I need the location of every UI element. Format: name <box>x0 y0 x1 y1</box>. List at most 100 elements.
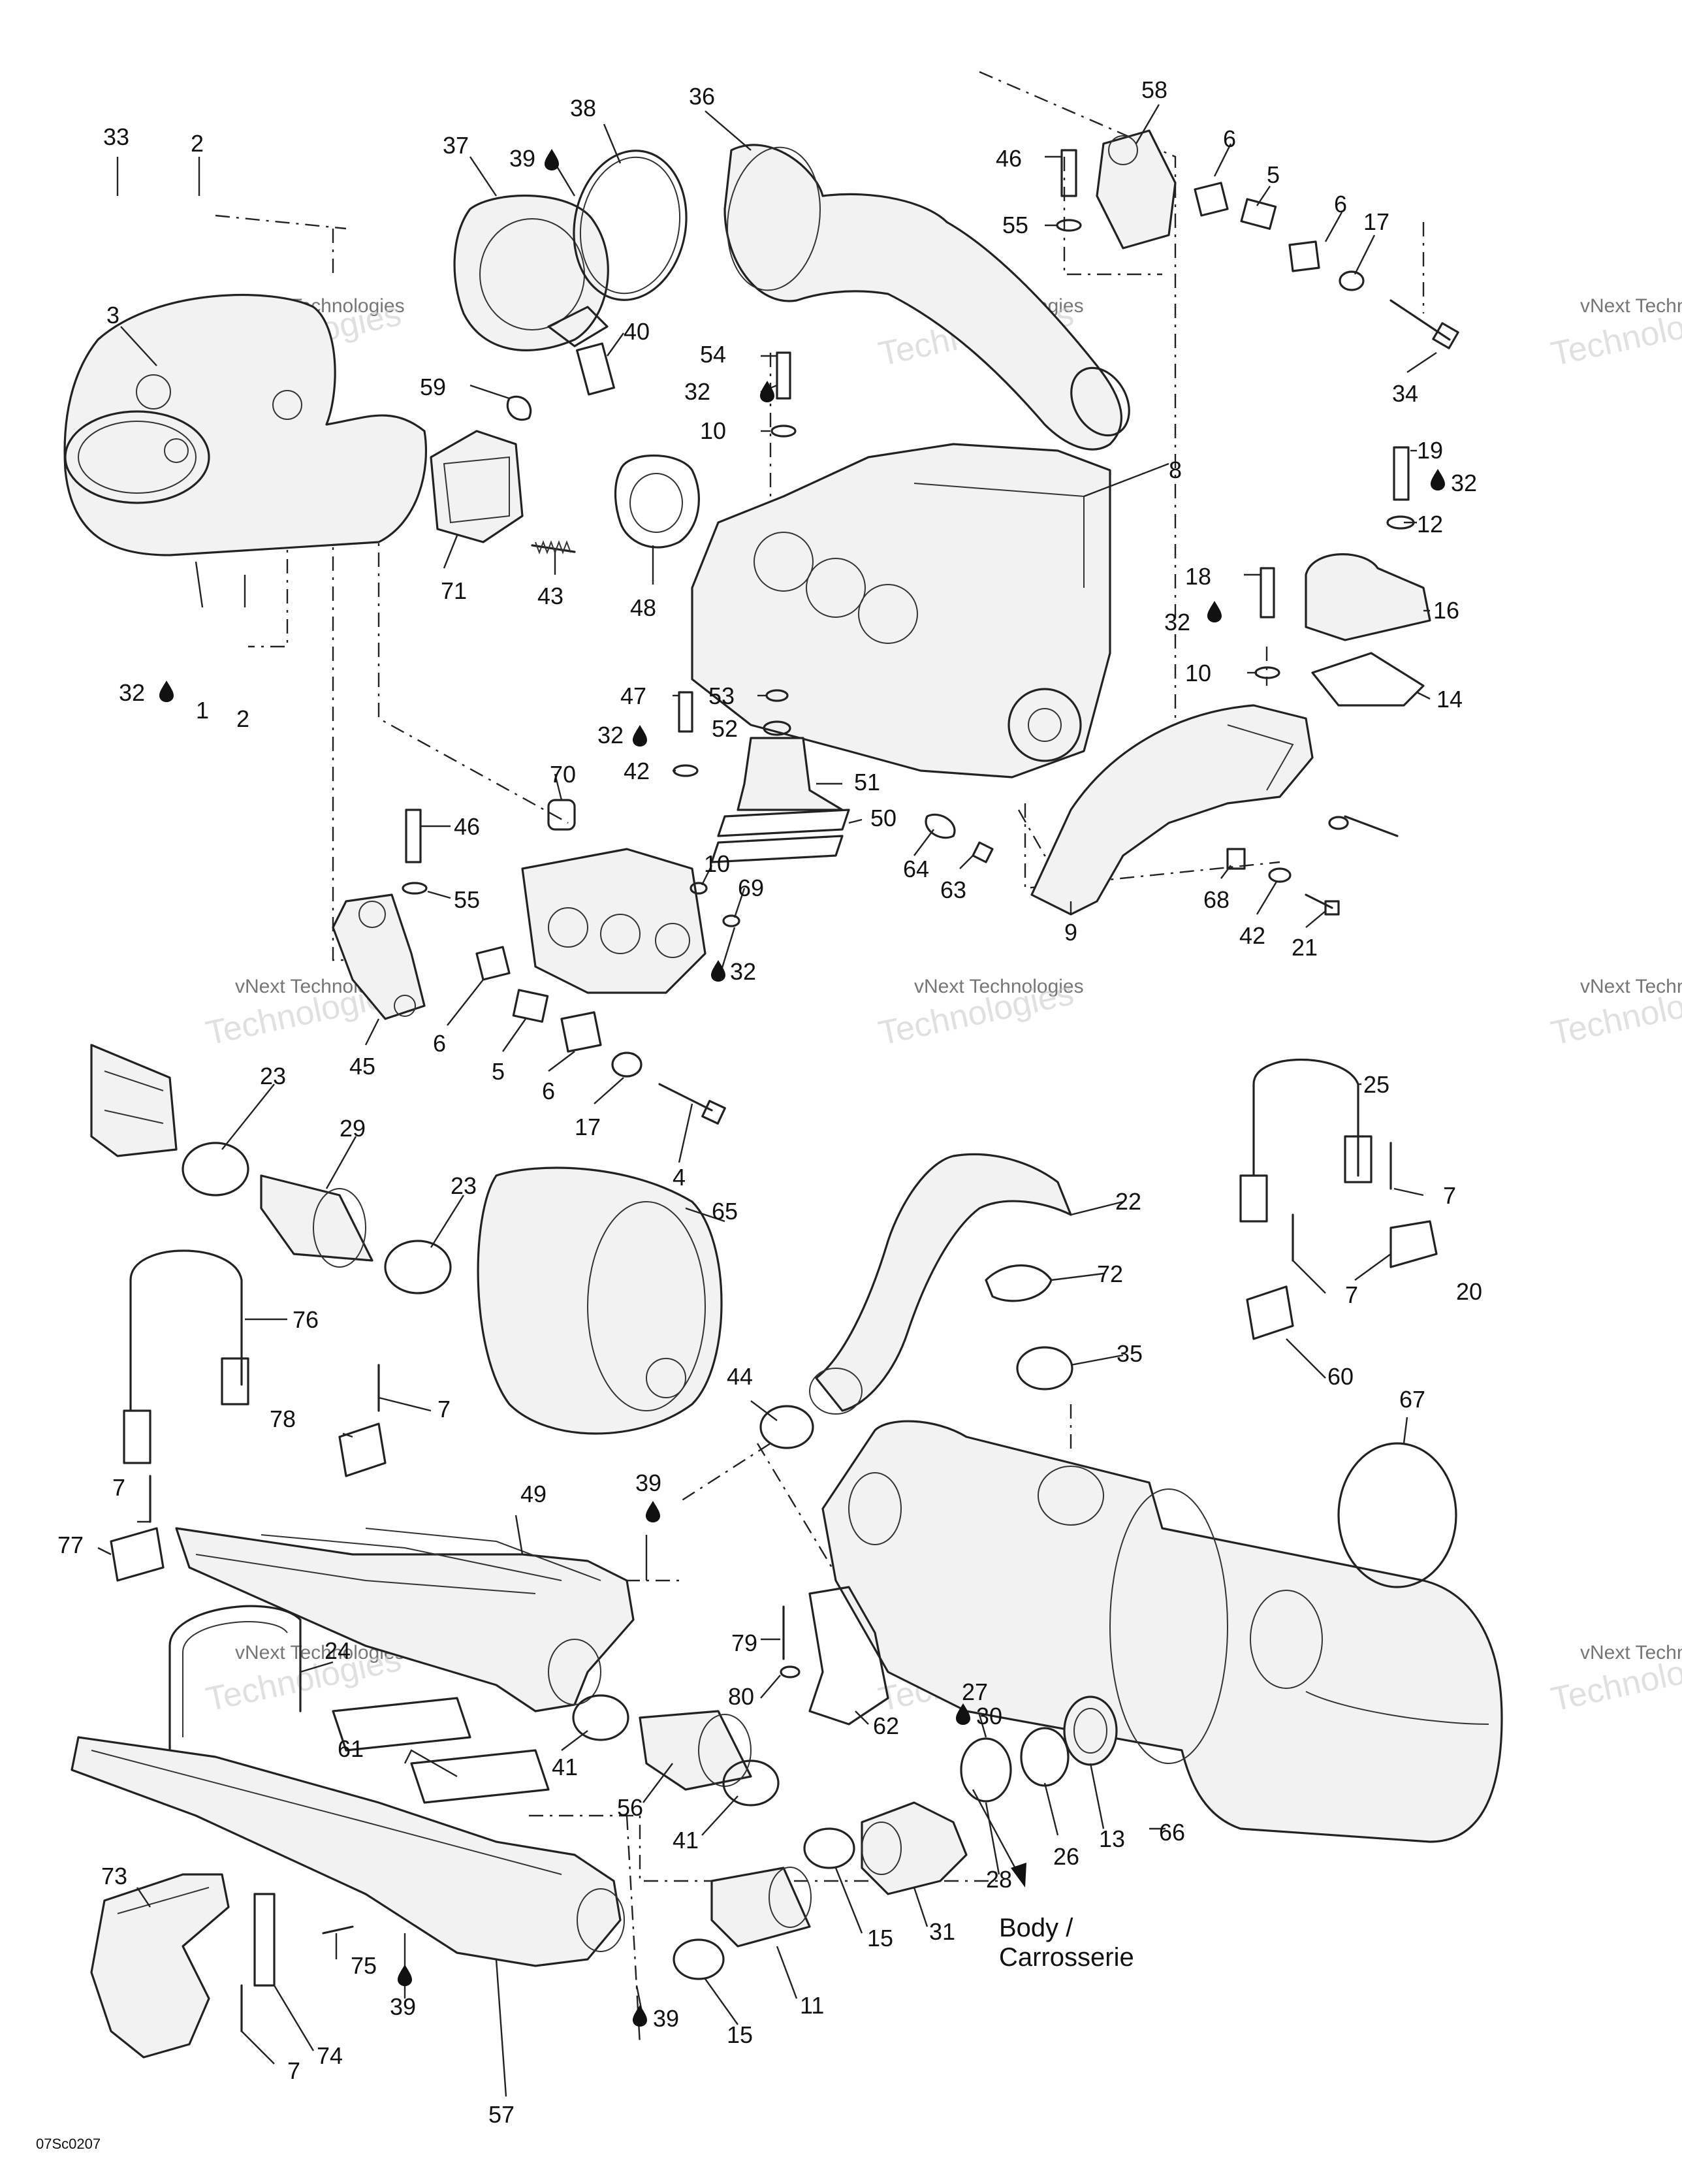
callout-23: 23 <box>260 1063 286 1089</box>
callout-12: 12 <box>1417 511 1443 538</box>
callout-73: 73 <box>101 1863 127 1889</box>
callout-11: 11 <box>800 1992 824 2019</box>
part-19-bolt <box>1393 446 1410 501</box>
callout-7: 7 <box>1443 1182 1456 1209</box>
part-18-bolt <box>1260 567 1275 618</box>
part-38-gasket <box>573 150 688 301</box>
part-13-nut <box>1063 1695 1118 1766</box>
callout-31: 31 <box>929 1918 955 1945</box>
part-61-pad <box>410 1749 550 1804</box>
part-25-strap-end <box>1239 1174 1268 1223</box>
callout-71: 71 <box>441 577 467 604</box>
callout-60: 60 <box>1327 1363 1354 1390</box>
callout-69: 69 <box>738 875 764 901</box>
part-78-bracket <box>338 1422 387 1477</box>
callout-32: 32 <box>1164 609 1190 635</box>
callout-79: 79 <box>731 1630 757 1656</box>
callout-61: 61 <box>338 1735 364 1762</box>
callout-13: 13 <box>1099 1825 1125 1852</box>
part-77-bracket <box>110 1527 165 1582</box>
callout-28: 28 <box>986 1866 1012 1893</box>
callout-5: 5 <box>1267 161 1280 188</box>
part-4-bolt <box>658 1083 713 1112</box>
part-62-bracket <box>808 1586 889 1726</box>
part-55-washer <box>402 882 428 895</box>
callout-20: 20 <box>1456 1278 1482 1305</box>
drop-icon <box>398 1965 412 1986</box>
callout-8: 8 <box>1169 457 1182 483</box>
part-63-screw <box>972 841 994 863</box>
callout-58: 58 <box>1141 76 1167 103</box>
drop-icon <box>545 149 559 170</box>
watermark-text: vNext Technologies <box>1580 976 1682 997</box>
part-47-bolt <box>678 691 693 733</box>
part-76-strap-end <box>123 1409 151 1464</box>
part-54-bolt <box>776 351 791 400</box>
part-bolt <box>1344 815 1399 837</box>
callout-74: 74 <box>317 2042 343 2069</box>
drop-icon <box>633 725 647 747</box>
callout-26: 26 <box>1053 1843 1079 1870</box>
part-22-pipe <box>815 1153 1072 1412</box>
callout-3: 3 <box>106 302 119 329</box>
callout-43: 43 <box>537 583 563 609</box>
callout-39: 39 <box>509 145 535 172</box>
drop-symbols <box>159 149 1445 2027</box>
callout-39: 39 <box>635 1469 661 1496</box>
part-17-washer <box>611 1052 643 1078</box>
callout-55: 55 <box>454 886 480 913</box>
callout-32: 32 <box>597 722 624 748</box>
drop-icon <box>1431 469 1445 490</box>
part-6-bushing <box>1288 240 1320 272</box>
callout-44: 44 <box>727 1363 753 1390</box>
body-label: Body / Carrosserie <box>999 1914 1134 1972</box>
part-24-frame <box>168 1605 302 1752</box>
callout-17: 17 <box>1363 208 1389 235</box>
drop-icon <box>646 1501 660 1522</box>
leader-lines <box>97 104 1437 2097</box>
part-5-sleeve <box>1240 198 1277 230</box>
part-10-washer <box>770 425 797 438</box>
part-55-washer <box>1056 219 1082 232</box>
part-hose <box>90 1044 178 1157</box>
part-80-washer <box>780 1665 801 1678</box>
part-6-bushing <box>1194 182 1229 217</box>
part-50-plate <box>717 809 850 837</box>
callout-80: 80 <box>728 1683 754 1710</box>
callout-7: 7 <box>437 1396 451 1422</box>
part-35-clamp <box>1016 1346 1073 1390</box>
part-45-bracket <box>332 893 426 1020</box>
callout-1: 1 <box>196 697 209 724</box>
part-44-clamp <box>759 1405 814 1449</box>
part-75-screw <box>322 1925 354 1935</box>
part-34-bolt <box>1389 299 1451 341</box>
callout-10: 10 <box>1185 660 1211 686</box>
callout-24: 24 <box>325 1637 351 1664</box>
body-label-line1: Body / <box>999 1914 1073 1942</box>
part-29-coupler <box>260 1174 373 1262</box>
part-manifold-block <box>521 848 706 994</box>
callout-6: 6 <box>1334 191 1347 217</box>
part-20-bracket <box>1389 1220 1438 1268</box>
part-23-clamp <box>182 1142 249 1196</box>
part-60-bracket <box>1246 1285 1294 1340</box>
callout-6: 6 <box>433 1030 446 1057</box>
callout-49: 49 <box>520 1481 547 1507</box>
part-52-washer <box>763 720 791 736</box>
callout-53: 53 <box>708 682 735 709</box>
callout-52: 52 <box>712 715 738 742</box>
callout-65: 65 <box>712 1198 738 1225</box>
part-28-gasket <box>960 1737 1012 1803</box>
callout-40: 40 <box>624 318 650 345</box>
callout-70: 70 <box>550 761 576 788</box>
body-arrow-shaft <box>972 1789 1020 1875</box>
callout-76: 76 <box>293 1306 319 1333</box>
callout-39: 39 <box>390 1993 416 2020</box>
callout-27: 27 <box>962 1678 988 1705</box>
callout-57: 57 <box>488 2101 515 2128</box>
body-arrow-head <box>1011 1863 1026 1887</box>
callout-10: 10 <box>704 850 730 877</box>
callout-54: 54 <box>700 341 726 368</box>
part-73-shield <box>90 1873 230 2059</box>
callout-2: 2 <box>236 705 249 732</box>
